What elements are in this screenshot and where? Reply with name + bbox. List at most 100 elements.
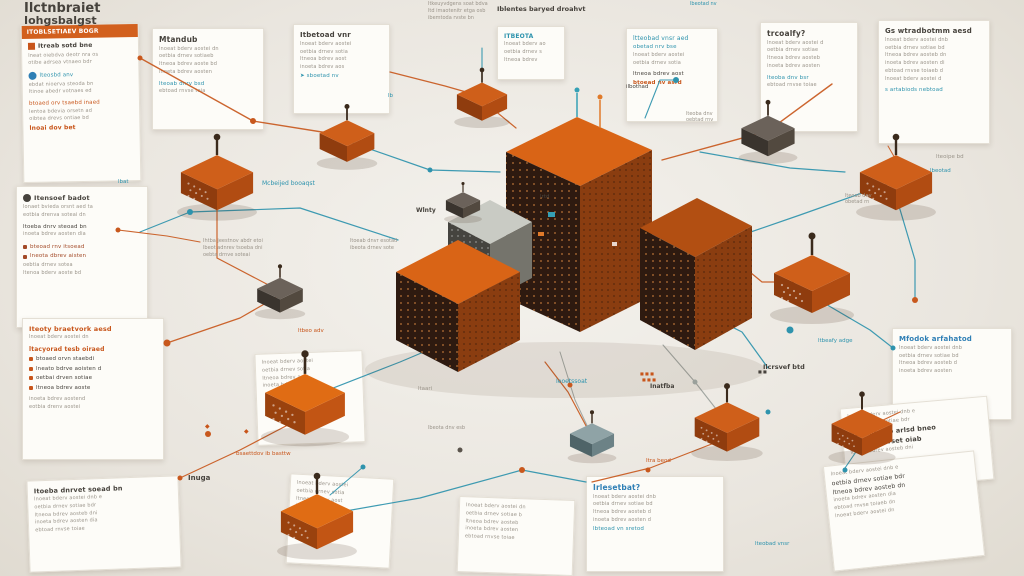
floating-label: obetad rn	[845, 199, 870, 205]
connector-line	[811, 295, 894, 349]
card-text-line: lnoeat bderv aostei	[300, 40, 352, 47]
connector-line	[117, 229, 201, 243]
node-dot	[890, 345, 896, 351]
node-dot	[360, 464, 366, 470]
pod-right-upper	[856, 133, 936, 221]
card-text-line: lteoba dnv bsr	[767, 74, 809, 81]
connector-line	[895, 195, 916, 301]
card-row-text: lneato bdrve aoisten d	[36, 365, 102, 372]
pod-top-center	[454, 67, 510, 129]
connector-line	[316, 469, 587, 517]
card-row-text: bteoad rnv itsoead	[30, 243, 85, 250]
card-text-line: oebtia drnev sotea	[23, 261, 73, 268]
node-dot	[427, 167, 433, 173]
card-row: lneato bdrve aoisten d	[29, 365, 157, 374]
card-text-line: lteoab dnrv bsd	[159, 80, 205, 87]
floating-label: Ieoetssoat	[556, 378, 588, 385]
node-dot	[692, 379, 698, 385]
floating-label: ■ ■	[758, 369, 767, 374]
floating-label: Inuga	[188, 474, 211, 482]
card-row-text: lneota dbrev aisten	[30, 253, 87, 260]
connector-line	[559, 351, 593, 437]
node-dot	[519, 467, 525, 473]
floating-label: lrtd	[540, 194, 550, 200]
pod-bottom-mid-small	[567, 410, 617, 464]
connector-line	[544, 361, 593, 438]
card-text-line: lnoeat bderv aostei	[633, 51, 685, 58]
card-text-line: lnoeat bderv ao	[504, 41, 546, 48]
floating-label: Ilcrsvef btd	[763, 363, 805, 371]
card-text-line: Irlesetbat?	[593, 483, 641, 492]
card-text-line: oetbia drnev sotiae bd	[885, 44, 945, 51]
floating-label: lbeotad nv	[690, 1, 717, 7]
card-text-line: oetbia drnev sotia	[300, 48, 349, 55]
floating-label: lb	[388, 93, 394, 99]
card-text-line: btoead nv asrd	[633, 79, 682, 86]
floating-label: ■ ■ ■	[642, 377, 656, 382]
node-dot	[187, 209, 193, 215]
card-text-line: inoeta bdrev aos	[300, 64, 345, 71]
floating-label: oebta drnve soteai	[203, 252, 251, 258]
card-text-line: ITBEOTA	[504, 33, 534, 40]
card-text-line: ltneoa bdrev aosteb	[767, 55, 821, 62]
card-text-line: oetbia drnev sotiae	[767, 47, 819, 54]
card-text-line: ltneoa bdrev	[504, 56, 538, 63]
bullet-icon	[23, 254, 27, 259]
card-text-line: ltoeba dnrv steoad bn	[23, 223, 87, 230]
node-dot	[673, 77, 679, 83]
connector-line	[329, 466, 364, 496]
card-text-line: oetbia drnev sotiae bd	[899, 352, 959, 359]
card-text-line: lnoeat bderv aostei dnb	[593, 493, 657, 500]
connector-line	[139, 207, 399, 241]
card-text-line: oetbia drnev sotiae bd	[593, 501, 653, 508]
floating-label: Ihtba jeestnov abdr etoi	[203, 238, 263, 244]
pod-right-mid	[770, 232, 854, 324]
floating-label: lteobad vnsr	[755, 541, 790, 547]
pod-lower-left	[260, 350, 350, 447]
card-row: oetbai drven sotiae	[29, 374, 157, 383]
card-text-line: ltteobad vnsr aed	[633, 35, 689, 42]
card-text-line: ltacyorad tesb oiraed	[29, 345, 105, 353]
card-text-line: inoeta bdrev aosten	[899, 368, 953, 375]
card-text-line: ebtoad rnvse toiaeb d	[885, 67, 944, 74]
floating-label: ◆	[205, 423, 210, 430]
node-dot	[567, 382, 573, 388]
bullet-icon	[29, 366, 33, 371]
card-text-line: Mfodok arfahatod	[899, 335, 972, 343]
node-dot	[137, 55, 143, 61]
floating-label: Iblentes baryed droahvt	[497, 5, 586, 13]
floating-label: ltbeafy adge	[818, 338, 853, 344]
card-row-text: oetbai drven sotiae	[36, 375, 93, 382]
floating-label: lbeotad	[930, 168, 951, 174]
card-text-line: lnoeat bderv aostei dn	[159, 45, 219, 52]
floating-label: Itkeuyvdgens soat bdva	[428, 1, 488, 7]
card-text-line: obetad nrv bse	[633, 44, 677, 51]
floating-label: ◆	[244, 428, 249, 435]
bullet-icon	[29, 357, 33, 362]
card-text-line: lnoeat bderv aostei d	[767, 39, 824, 46]
node-dot	[842, 467, 848, 473]
floating-label: ibeota drnev sote	[350, 245, 394, 251]
card-row-text: ltneoa bdrev aoste	[36, 384, 91, 391]
card-text-line: inoeta bdrev aosten di	[885, 60, 945, 67]
node-dot	[765, 409, 771, 415]
device-pods	[177, 67, 936, 560]
card-row: Itensoef badot	[23, 193, 141, 203]
pod-top-left	[316, 103, 378, 170]
card-text-line: ltneoa bdrev aosteb d	[593, 509, 652, 516]
card-text-line: ebtoad rnvse toiae	[767, 82, 817, 89]
connector-line	[644, 79, 677, 119]
card-text-line: inoeta bdrev aosten d	[593, 516, 652, 523]
pod-upper-left	[177, 133, 257, 221]
card-text-line: lnoeat bderv aostei dnb	[899, 344, 963, 351]
floating-label: Ilctnbraiet	[24, 1, 101, 16]
floating-label: Iohgsbalgst	[24, 14, 97, 27]
